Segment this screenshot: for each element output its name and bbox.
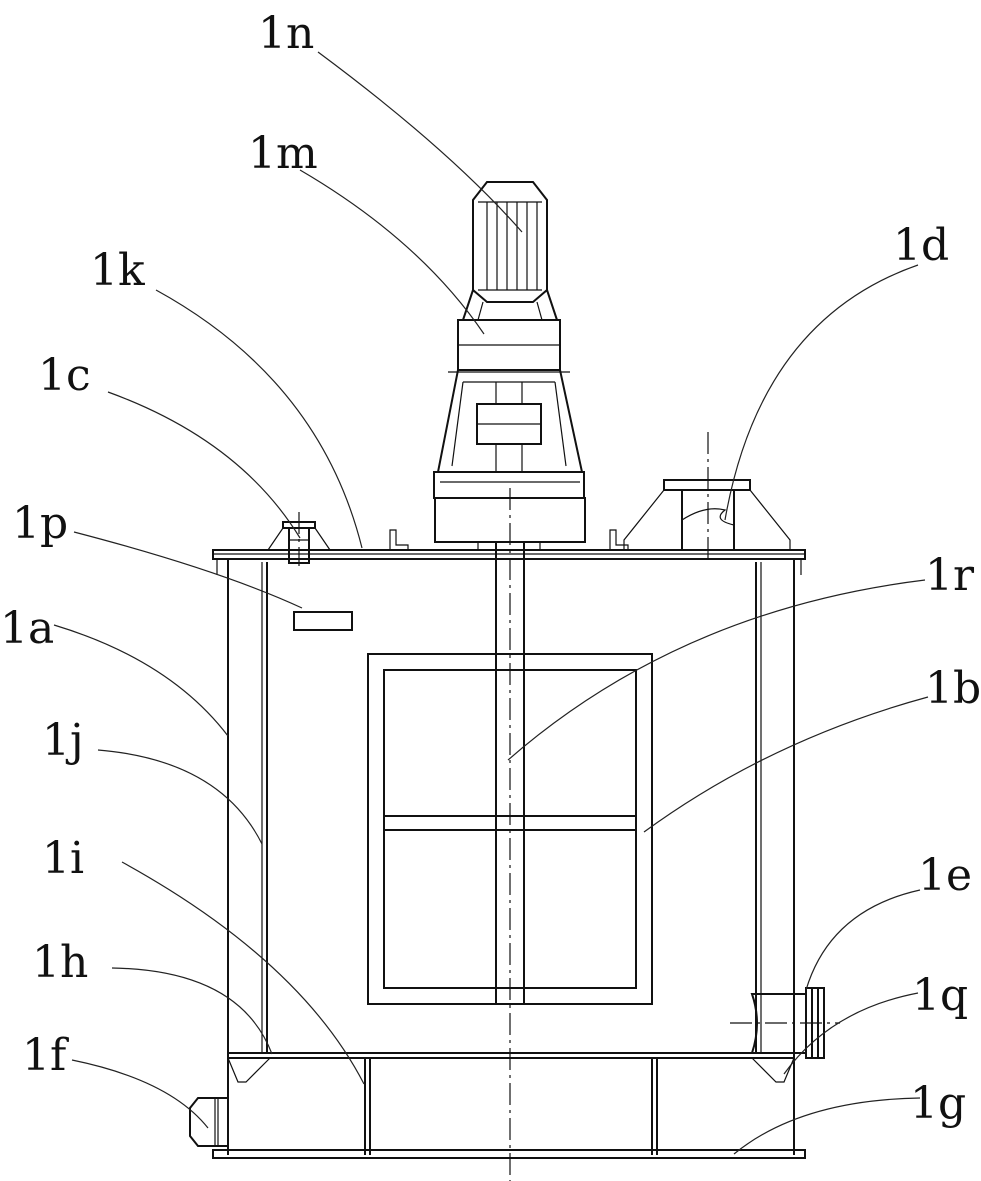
- inlet-nozzle: [267, 512, 331, 566]
- tank-shell: [212, 559, 806, 1159]
- label-1g: 1g: [910, 1078, 966, 1129]
- label-1d: 1d: [893, 220, 949, 271]
- label-1q: 1q: [912, 970, 968, 1021]
- label-1c: 1c: [38, 350, 91, 401]
- label-1i: 1i: [42, 833, 84, 884]
- gear-reducer: [433, 319, 586, 543]
- label-1n: 1n: [258, 8, 314, 59]
- top-lid: [212, 529, 806, 575]
- drain-valve: [189, 1097, 228, 1147]
- label-1p: 1p: [12, 498, 68, 549]
- agitator-shaft: [495, 542, 525, 1005]
- label-1k: 1k: [90, 245, 145, 296]
- manhole: [623, 432, 791, 562]
- motor: [462, 181, 558, 321]
- label-1h: 1h: [32, 937, 88, 988]
- name-plate: [293, 611, 353, 631]
- label-1a: 1a: [0, 603, 54, 654]
- label-1f: 1f: [22, 1030, 69, 1081]
- leader-lines: [53, 51, 929, 1155]
- label-1b: 1b: [925, 663, 981, 714]
- label-1r: 1r: [925, 550, 975, 601]
- label-1j: 1j: [42, 715, 84, 766]
- label-1e: 1e: [918, 850, 972, 901]
- side-outlet: [730, 987, 840, 1059]
- labels: 1n 1m 1k 1d 1c 1p 1r 1a 1b 1j 1i 1e 1h 1…: [0, 8, 981, 1129]
- label-1m: 1m: [248, 128, 318, 179]
